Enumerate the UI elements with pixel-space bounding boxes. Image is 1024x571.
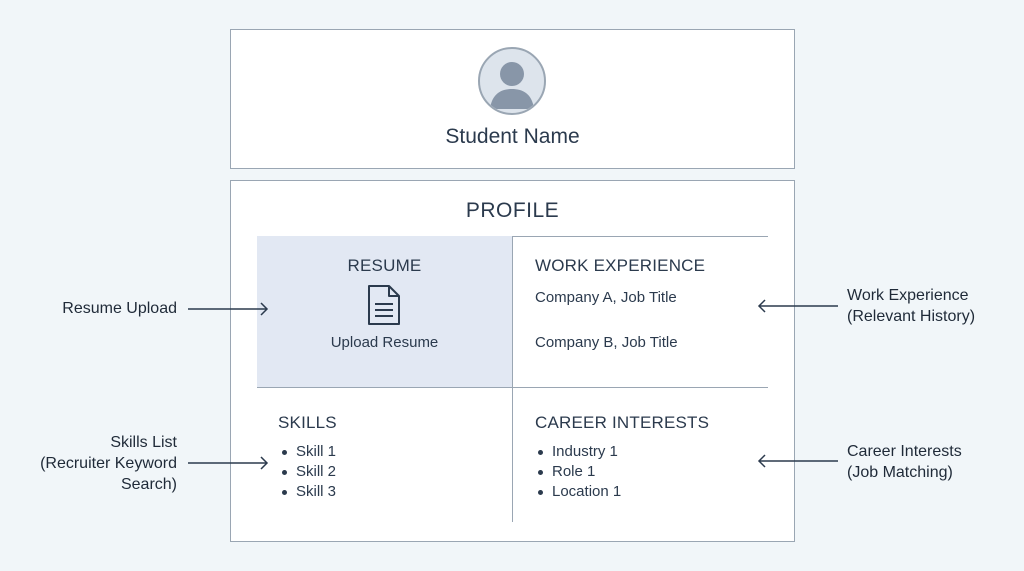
- skills-section-title: SKILLS: [278, 413, 337, 432]
- document-icon: [368, 285, 400, 325]
- annotation-arrow-right-icon: [188, 302, 269, 316]
- career-interest-item: Location 1: [535, 482, 621, 502]
- profile-card: PROFILE RESUME Upload Resume WORK EXPERI…: [230, 180, 795, 542]
- annotation-arrow-left-icon: [757, 299, 838, 313]
- career-interests-section-title: CAREER INTERESTS: [535, 413, 710, 432]
- annotation-line: Search): [120, 476, 177, 493]
- avatar: [478, 47, 546, 115]
- skill-item: Skill 3: [279, 482, 336, 502]
- student-name: Student Name: [445, 125, 580, 148]
- annotation-skills-list: Skills List (Recruiter Keyword Search): [10, 432, 177, 495]
- annotation-career-interests: Career Interests (Job Matching): [847, 441, 1017, 483]
- skill-item: Skill 1: [279, 442, 336, 462]
- annotation-line: (Job Matching): [847, 464, 953, 481]
- skill-item: Skill 2: [279, 462, 336, 482]
- resume-upload-area[interactable]: [257, 236, 512, 387]
- user-silhouette-icon: [490, 62, 534, 109]
- annotation-line: (Relevant History): [847, 308, 976, 325]
- work-experience-entry: Company B, Job Title: [535, 334, 678, 351]
- work-experience-section-title: WORK EXPERIENCE: [535, 256, 706, 275]
- annotation-line: (Recruiter Keyword: [40, 455, 177, 472]
- annotation-line: Skills List: [110, 434, 177, 451]
- annotation-arrow-right-icon: [188, 456, 269, 470]
- upload-resume-link[interactable]: Upload Resume: [330, 334, 439, 351]
- annotation-work-experience: Work Experience (Relevant History): [847, 285, 1017, 327]
- work-experience-entry: Company A, Job Title: [535, 289, 677, 306]
- annotation-resume-upload: Resume Upload: [62, 300, 177, 317]
- career-interest-item: Role 1: [535, 462, 621, 482]
- resume-section-title: RESUME: [347, 256, 422, 275]
- career-interests-list: Industry 1 Role 1 Location 1: [535, 442, 621, 502]
- skills-list: Skill 1 Skill 2 Skill 3: [279, 442, 336, 502]
- student-header-card: Student Name: [230, 29, 795, 169]
- annotation-arrow-left-icon: [757, 454, 838, 468]
- annotation-line: Career Interests: [847, 443, 962, 460]
- grid-divider-vertical: [512, 236, 513, 522]
- profile-title: PROFILE: [465, 199, 560, 222]
- annotation-line: Work Experience: [847, 287, 969, 304]
- career-interest-item: Industry 1: [535, 442, 621, 462]
